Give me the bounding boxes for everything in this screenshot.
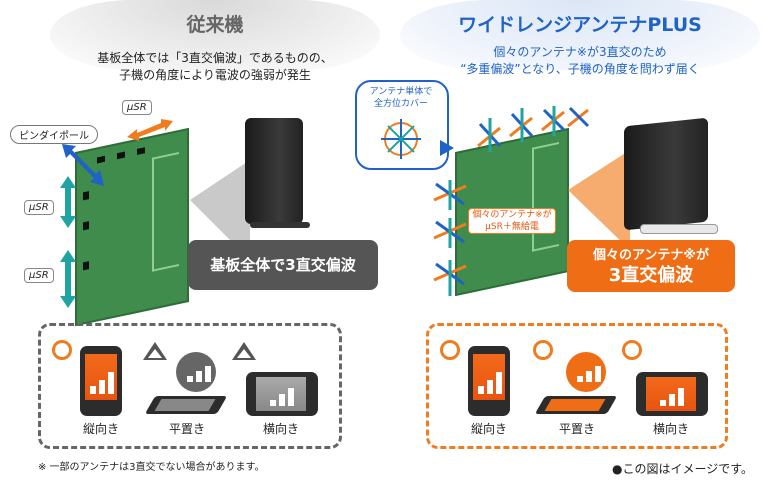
phone-flat-screen xyxy=(544,399,606,411)
orange-signal-bubble-icon xyxy=(566,352,606,392)
phone-flat-icon xyxy=(144,396,228,414)
caution-mark-inner xyxy=(237,349,251,358)
teal-vertical-arrow-icon xyxy=(60,250,76,308)
phone-portrait-icon xyxy=(80,346,122,416)
signal-bars-icon xyxy=(270,386,294,406)
board-chip xyxy=(83,221,89,231)
right-beam xyxy=(568,150,630,250)
caution-mark-inner xyxy=(148,349,162,358)
right-device-panel xyxy=(426,323,728,449)
left-title: 従来機 xyxy=(186,14,244,36)
omni-coverage-text: アンテナ単体で 全方位カバー xyxy=(356,86,446,110)
right-callout-line1: 個々のアンテナ※が xyxy=(592,248,710,263)
signal-bars-icon xyxy=(187,364,211,382)
left-callout-text: 基板全体で3直交偏波 xyxy=(210,256,356,274)
gray-signal-bubble-icon xyxy=(176,352,216,392)
left-device-label-flat: 平置き xyxy=(168,422,205,436)
omni-line1: アンテナ単体で xyxy=(369,87,433,97)
left-header-backdrop xyxy=(50,0,380,70)
good-mark-icon xyxy=(440,340,460,360)
right-callout: 個々のアンテナ※が 3直交偏波 xyxy=(567,240,735,292)
right-title: ワイドレンジアンテナPLUS xyxy=(458,14,702,36)
image-note: ●この図はイメージです。 xyxy=(612,462,754,476)
right-desc-line2: “多重偏波”となり、子機の角度を問わず届く xyxy=(460,62,700,76)
right-device-label-portrait: 縦向き xyxy=(470,422,507,436)
right-device-label-flat: 平置き xyxy=(558,422,595,436)
signal-bars-icon xyxy=(90,368,114,394)
left-router xyxy=(245,118,303,224)
right-desc-line1: 個々のアンテナ※が3直交のため xyxy=(493,45,667,59)
phone-landscape-icon xyxy=(246,372,318,416)
right-router-base xyxy=(640,224,718,234)
right-callout-line2: 3直交偏波 xyxy=(608,265,694,286)
board-chip xyxy=(83,191,89,201)
phone-flat-icon xyxy=(534,396,618,414)
phone-landscape-icon xyxy=(636,372,708,416)
board-chip xyxy=(83,261,89,271)
multi-polar-arrow-icon xyxy=(470,106,590,160)
usr-label-mid: μSR xyxy=(24,200,54,215)
right-header-backdrop xyxy=(400,0,760,70)
dipole-tag: ピンダイポール xyxy=(10,125,98,144)
board-chip xyxy=(137,147,145,155)
signal-bars-icon xyxy=(660,386,684,406)
right-device-label-landscape: 横向き xyxy=(652,422,689,436)
signal-bars-icon xyxy=(577,364,601,382)
board-label: 個々のアンテナ※が μSR＋無給電 xyxy=(468,208,556,234)
signal-bars-icon xyxy=(478,368,502,394)
left-description: 基板全体では「3直交偏波」であるものの、 子機の角度により電波の強弱が発生 xyxy=(40,50,390,84)
good-mark-icon xyxy=(622,340,642,360)
orange-double-arrow-icon xyxy=(125,115,175,143)
usr-label-top: μSR xyxy=(122,100,152,115)
board-label-line1: 個々のアンテナ※が xyxy=(472,210,552,220)
phone-flat-screen xyxy=(154,399,216,411)
antenna-icon xyxy=(378,116,424,166)
phone-portrait-icon xyxy=(468,346,510,416)
left-device-label-landscape: 横向き xyxy=(262,422,299,436)
board-label-line2: μSR＋無給電 xyxy=(485,222,539,232)
board-trace xyxy=(152,152,179,272)
blue-double-arrow-icon xyxy=(58,140,108,190)
left-device-panel xyxy=(38,323,342,449)
left-desc-line1: 基板全体では「3直交偏波」であるものの、 xyxy=(97,51,333,65)
left-callout: 基板全体で3直交偏波 xyxy=(188,240,378,290)
multi-polar-arrow-icon xyxy=(430,180,470,304)
left-router-stand xyxy=(250,222,310,228)
board-chip xyxy=(117,151,125,160)
right-description: 個々のアンテナ※が3直交のため “多重偏波”となり、子機の角度を問わず届く xyxy=(410,44,750,78)
left-desc-line2: 子機の角度により電波の強弱が発生 xyxy=(119,68,311,82)
omni-line2: 全方位カバー xyxy=(373,99,428,109)
teal-vertical-arrow-icon xyxy=(60,176,76,228)
usr-label-bottom: μSR xyxy=(24,268,54,283)
omni-pointer xyxy=(440,140,454,156)
right-router xyxy=(624,117,708,231)
good-mark-icon xyxy=(533,340,553,360)
good-mark-icon xyxy=(52,340,72,360)
left-footnote: ※ 一部のアンテナは3直交でない場合があります。 xyxy=(38,462,265,473)
left-device-label-portrait: 縦向き xyxy=(82,422,119,436)
